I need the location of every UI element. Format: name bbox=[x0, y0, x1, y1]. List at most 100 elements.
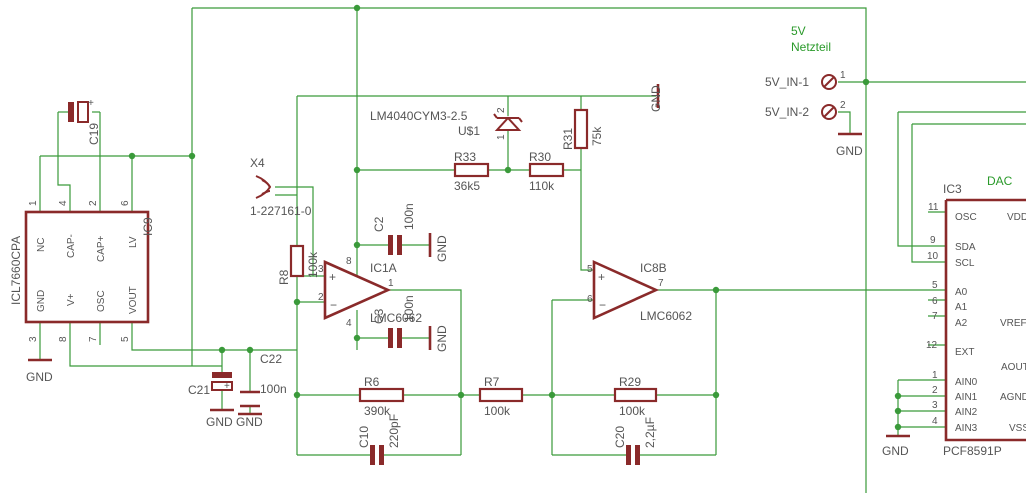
dac-body bbox=[944, 198, 1026, 442]
x4-ref: X4 bbox=[250, 156, 265, 170]
power-in1: 5V_IN-1 bbox=[765, 75, 809, 89]
r7-value: 100k bbox=[484, 404, 511, 418]
svg-text:AIN2: AIN2 bbox=[955, 407, 978, 418]
svg-text:VREF: VREF bbox=[1000, 318, 1026, 329]
ic1a-pin3: 3 bbox=[318, 264, 324, 275]
gnd-label-power: GND bbox=[836, 144, 863, 158]
ic8b-ref: IC8B bbox=[640, 261, 667, 275]
junctions bbox=[128, 4, 902, 431]
svg-text:AIN0: AIN0 bbox=[955, 377, 978, 388]
ic9-pin-name-vplus: V+ bbox=[66, 293, 77, 306]
gnd-label-ic9: GND bbox=[26, 370, 53, 384]
power-in2-pin: 2 bbox=[840, 100, 846, 111]
ic9-pin-num-5: 5 bbox=[120, 336, 131, 342]
ic9-pin-name-vout: VOUT bbox=[128, 286, 139, 314]
ic9-pin-name-lv: LV bbox=[128, 236, 139, 248]
svg-text:+: + bbox=[329, 270, 336, 284]
r6-value: 390k bbox=[364, 404, 391, 418]
ic9-pin-num-8: 8 bbox=[58, 336, 69, 342]
svg-text:−: − bbox=[330, 298, 337, 312]
ic1a-pin4: 4 bbox=[346, 318, 352, 329]
ic9-pin-name-capp: CAP+ bbox=[96, 235, 107, 262]
svg-text:SCL: SCL bbox=[955, 258, 975, 269]
svg-text:+: + bbox=[88, 98, 94, 109]
ic1a-pin1: 1 bbox=[388, 278, 394, 289]
ic8b-pin6: 6 bbox=[587, 294, 593, 305]
svg-text:12: 12 bbox=[926, 340, 938, 351]
c22-ref: C22 bbox=[260, 352, 282, 366]
c20-value: 2,2µF bbox=[643, 417, 657, 448]
r31-symbol bbox=[573, 108, 589, 150]
ic9-pin-name-osc: OSC bbox=[96, 290, 107, 312]
power-in1-pin: 1 bbox=[840, 70, 846, 81]
c19-symbol: + bbox=[68, 98, 94, 123]
c22-symbol bbox=[240, 390, 260, 408]
r30-value: 110k bbox=[529, 179, 555, 193]
ic8b-pin5: 5 bbox=[587, 264, 593, 275]
svg-text:OSC: OSC bbox=[955, 212, 977, 223]
c2-value: 100n bbox=[402, 203, 416, 230]
ic9-ref: IC9 bbox=[141, 217, 155, 236]
svg-text:AOUT: AOUT bbox=[1001, 362, 1026, 373]
c10-value: 220pF bbox=[387, 414, 401, 448]
power-title: 5V bbox=[791, 24, 806, 38]
svg-text:3: 3 bbox=[932, 400, 938, 411]
r31-ref: R31 bbox=[561, 128, 575, 150]
ic9-pin-num-4: 4 bbox=[58, 200, 69, 206]
x4-symbol bbox=[255, 175, 272, 199]
r30-symbol bbox=[528, 162, 565, 178]
r29-ref: R29 bbox=[619, 375, 641, 389]
c3-ref: C3 bbox=[372, 308, 386, 324]
svg-text:2: 2 bbox=[932, 385, 938, 396]
dac-part: PCF8591P bbox=[943, 444, 1002, 458]
svg-text:+: + bbox=[598, 270, 605, 284]
gnd-label-c22: GND bbox=[236, 415, 263, 429]
u1-part: LM4040CYM3-2.5 bbox=[370, 109, 468, 123]
ic9-pin-num-2: 2 bbox=[88, 200, 99, 206]
svg-text:11: 11 bbox=[928, 202, 939, 213]
svg-text:7: 7 bbox=[932, 311, 938, 322]
svg-text:5: 5 bbox=[932, 280, 938, 291]
u1-pin1: 1 bbox=[496, 134, 507, 140]
gnd-label-ref: GND bbox=[649, 85, 663, 112]
ic9-pin-num-3: 3 bbox=[28, 336, 39, 342]
svg-text:1: 1 bbox=[932, 370, 938, 381]
r8-ref: R8 bbox=[277, 269, 291, 285]
r33-symbol bbox=[453, 162, 490, 178]
c21-symbol: + bbox=[211, 372, 233, 392]
gnd-label-c2: GND bbox=[435, 235, 449, 262]
svg-text:−: − bbox=[599, 298, 606, 312]
svg-text:4: 4 bbox=[932, 416, 938, 427]
svg-text:A0: A0 bbox=[955, 287, 968, 298]
r8-value: 100k bbox=[306, 251, 320, 278]
svg-text:AIN1: AIN1 bbox=[955, 392, 978, 403]
ic9-pin-name-gnd: GND bbox=[36, 290, 47, 312]
r29-value: 100k bbox=[619, 404, 646, 418]
ic9-pin-num-1: 1 bbox=[28, 200, 39, 206]
ic8b-pin7: 7 bbox=[658, 278, 664, 289]
ic8b-symbol: + − bbox=[592, 259, 660, 321]
ic9-pin-name-capm: CAP- bbox=[66, 234, 77, 258]
c2-ref: C2 bbox=[372, 216, 386, 232]
u1-pin2: 2 bbox=[496, 107, 507, 113]
ic9-body bbox=[24, 210, 150, 324]
svg-text:9: 9 bbox=[930, 235, 936, 246]
svg-text:AIN3: AIN3 bbox=[955, 423, 978, 434]
power-in2: 5V_IN-2 bbox=[765, 105, 809, 119]
r8-symbol bbox=[289, 244, 305, 278]
ic9-pin-name-nc: NC bbox=[36, 238, 47, 252]
ic9-part: ICL7660CPA bbox=[9, 236, 23, 305]
svg-text:VSS: VSS bbox=[1009, 423, 1026, 434]
c10-symbol bbox=[370, 445, 384, 465]
ic8b-part: LMC6062 bbox=[640, 309, 692, 323]
c21-ref: C21 bbox=[188, 383, 210, 397]
r29-symbol bbox=[613, 387, 658, 403]
svg-text:VDD: VDD bbox=[1007, 212, 1026, 223]
r7-ref: R7 bbox=[484, 375, 500, 389]
gnd-symbols bbox=[28, 84, 910, 438]
power-subtitle: Netzteil bbox=[791, 40, 831, 54]
u1-diode-symbol bbox=[493, 113, 523, 131]
power-terminals bbox=[821, 74, 837, 120]
r7-symbol bbox=[478, 387, 524, 403]
